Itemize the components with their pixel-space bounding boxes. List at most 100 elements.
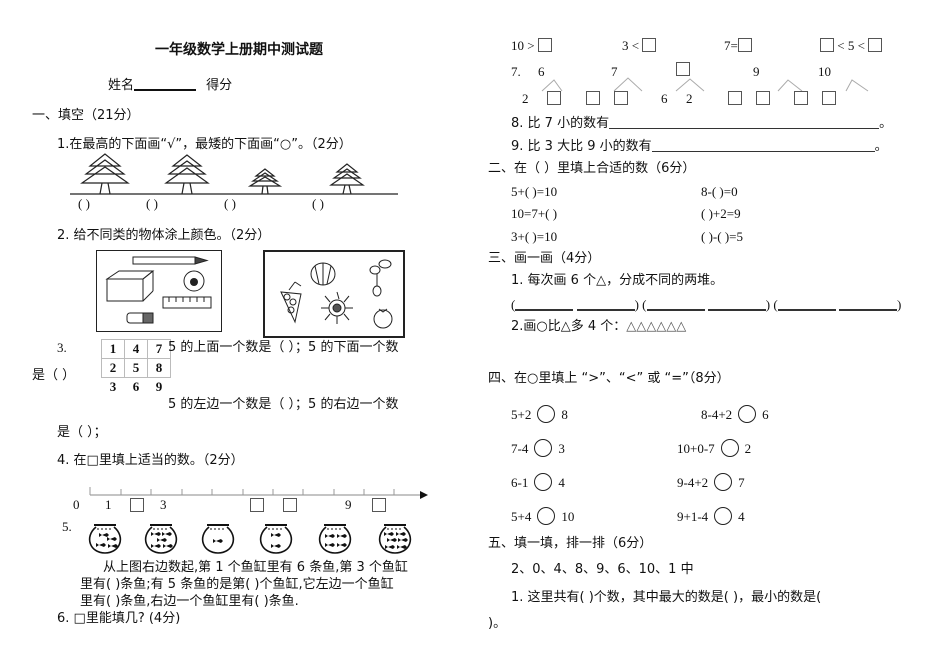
pile-blank[interactable] [576, 309, 635, 311]
answer-box[interactable] [868, 38, 883, 52]
compare-circle[interactable] [534, 473, 553, 491]
eraser-icon [126, 312, 154, 324]
pile-blank[interactable] [646, 309, 705, 311]
grid-cell: 9 [147, 377, 171, 396]
q8: 8. 比 7 小的数有。 [511, 116, 893, 131]
q9-answer-line[interactable] [651, 151, 875, 152]
q2-text: 2. 给不同类的物体涂上颜色。（2分） [57, 228, 271, 243]
page-title: 一年级数学上册期中测试题 [155, 42, 323, 58]
ruler-icon [162, 296, 212, 309]
nl-label-0: 0 [73, 497, 80, 512]
grid-cell: 2 [101, 358, 125, 378]
bond-3-right: 2 [686, 91, 693, 106]
answer-box[interactable] [537, 38, 552, 52]
bond-1-right-box[interactable] [547, 91, 561, 105]
bond-2-left-box[interactable] [586, 91, 600, 105]
s5-q1-line2: )。 [488, 616, 507, 631]
bond-2-right-box[interactable] [614, 91, 628, 105]
grid-cell: 3 [101, 377, 125, 396]
grapes-icon [280, 281, 302, 324]
triangles: △△△△△△ [626, 319, 687, 334]
section3-heading: 三、画一画（4分） [488, 251, 601, 266]
bond-4-left-box[interactable] [728, 91, 742, 105]
answer-box[interactable] [820, 38, 834, 52]
q6-item-2: 3 < [622, 38, 657, 54]
s2-item-2[interactable]: 8-( )=0 [701, 184, 738, 199]
soccer-ball-icon [183, 270, 205, 292]
q5-line2: 里有( )条鱼;有 5 条鱼的是第( )个鱼缸,它左边一个鱼缸 [80, 577, 394, 592]
bond-5-right-box[interactable] [822, 91, 836, 105]
score-label: 得分 [206, 78, 233, 93]
section1-heading: 一、填空（21分） [32, 108, 140, 123]
compare-circle[interactable] [738, 405, 757, 423]
section4-heading: 四、在○里填上 “>”、“<” 或 “=”（8分） [488, 371, 730, 386]
bond-3-left: 6 [661, 91, 668, 106]
compare-circle[interactable] [537, 405, 556, 423]
trees-illustration [70, 153, 398, 195]
name-blank[interactable] [134, 89, 197, 91]
compare-circle[interactable] [714, 473, 733, 491]
q7-label: 7. [511, 64, 521, 79]
fishbowl-icon [318, 524, 352, 554]
nl-box-10[interactable] [372, 498, 386, 512]
tree-icon [80, 153, 130, 195]
compare-circle[interactable] [537, 507, 556, 525]
compare-circle[interactable] [534, 439, 553, 457]
nl-box-2[interactable] [130, 498, 144, 512]
plants-picture [263, 250, 405, 338]
name-field: 姓名 得分 [108, 78, 232, 94]
strawberry-plant-icon [369, 259, 392, 297]
q3-line4: 是（ ）； [57, 425, 107, 440]
bond-3-top-box[interactable] [676, 62, 690, 76]
q1-blank-2[interactable]: ( ) [146, 196, 158, 211]
name-label: 姓名 [108, 78, 135, 93]
q3-line3: 5 的左边一个数是（ ）；5 的右边一个数 [168, 397, 399, 412]
compare-circle[interactable] [720, 439, 739, 457]
fishbowl-icon [88, 524, 122, 554]
answer-box[interactable] [642, 38, 657, 52]
answer-box[interactable] [737, 38, 752, 52]
q1-blank-4[interactable]: ( ) [312, 196, 324, 211]
q8-answer-line[interactable] [609, 128, 880, 129]
grid-cell: 8 [147, 358, 171, 378]
s2-item-5[interactable]: 3+( )=10 [511, 229, 558, 244]
q1-blank-3[interactable]: ( ) [224, 196, 236, 211]
pile-blank[interactable] [515, 309, 574, 311]
sunflower-icon [321, 291, 353, 324]
section5-heading: 五、填一填，排一排（6分） [488, 536, 653, 551]
s2-item-4[interactable]: ( )+2=9 [701, 206, 741, 221]
orange-icon [373, 308, 393, 329]
nl-box-7[interactable] [283, 498, 297, 512]
nl-box-6[interactable] [250, 498, 264, 512]
bond-4-right-box[interactable] [756, 91, 770, 105]
bond-5-left-box[interactable] [794, 91, 808, 105]
grid-cell: 5 [124, 358, 148, 378]
q5-line1: 从上图右边数起,第 1 个鱼缸里有 6 条鱼,第 3 个鱼缸 [103, 560, 408, 575]
bond-1-left: 2 [522, 91, 529, 106]
pile-blank[interactable] [707, 309, 766, 311]
grid-cell: 1 [101, 339, 125, 359]
bond-1-top: 6 [538, 64, 545, 79]
melon-icon [310, 262, 336, 286]
pile-blank[interactable] [838, 309, 897, 311]
q9: 9. 比 3 大比 9 小的数有。 [511, 139, 888, 154]
s2-item-1[interactable]: 5+( )=10 [511, 184, 558, 199]
number-line [89, 487, 428, 499]
stationery-picture [96, 250, 222, 332]
q3-line1: 5 的上面一个数是（ ）；5 的下面一个数 [168, 340, 399, 355]
q6-item-1: 10 > [511, 38, 552, 54]
compare-circle[interactable] [714, 507, 733, 525]
s5-numbers: 2、0、4、8、9、6、10、1 中 [511, 562, 694, 577]
pencil-box-icon [105, 270, 155, 302]
q1-blank-1[interactable]: ( ) [78, 196, 90, 211]
s2-item-3[interactable]: 10=7+( ) [511, 206, 558, 221]
pile-blank[interactable] [777, 309, 836, 311]
s2-item-6[interactable]: ( )-( )=5 [701, 229, 743, 244]
nl-label-1: 1 [105, 497, 112, 512]
